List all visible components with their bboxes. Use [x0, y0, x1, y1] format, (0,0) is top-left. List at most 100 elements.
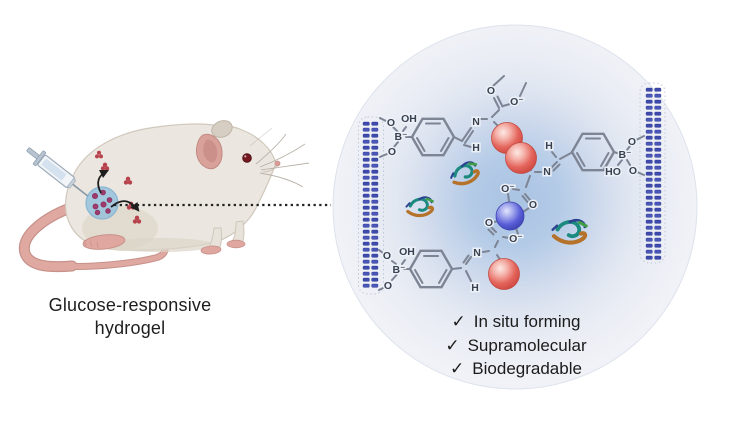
polymer-bead [654, 165, 662, 170]
atom-label: O [529, 199, 537, 211]
polymer-bead [371, 121, 379, 126]
boronate-left-bottom-bonds [378, 249, 411, 291]
syringe-icon [26, 147, 90, 198]
injection-site [85, 186, 119, 220]
polymer-bead [362, 145, 370, 150]
polymer-bead [645, 177, 653, 182]
mouse-nose [274, 160, 281, 167]
polymer-bead [362, 277, 370, 282]
atom-label: O⁻ [509, 233, 523, 245]
atom-label: H [471, 282, 479, 294]
mouse-ear-inner [203, 139, 218, 163]
polymer-bead [645, 99, 653, 104]
polymer-bead [371, 259, 379, 264]
atom-label: H [472, 142, 480, 154]
polymer-bead [362, 187, 370, 192]
red-sphere [488, 258, 520, 290]
polymer-bead [362, 163, 370, 168]
polymer-bead [645, 213, 653, 218]
polymer-bead [654, 141, 662, 146]
atom-label: O [628, 136, 636, 148]
polymer-bead [371, 181, 379, 186]
polymer-bead [645, 183, 653, 188]
central-carboxylate-bonds [451, 175, 531, 282]
polymer-bead [362, 247, 370, 252]
atom-label: HO [605, 166, 621, 178]
atom-label: OH [401, 113, 417, 125]
benzene-ring [408, 249, 454, 289]
caption-line2: hydrogel [94, 318, 166, 338]
polymer-bead [371, 277, 379, 282]
polymer-bead [645, 249, 653, 254]
atom-label: N [472, 116, 480, 128]
polymer-bead [645, 117, 653, 122]
polymer-bead [645, 243, 653, 248]
feature-item: ✓ In situ forming [404, 310, 628, 334]
polymer-bead [654, 105, 662, 110]
polymer-bead [654, 255, 662, 260]
polymer-bead [362, 169, 370, 174]
polymer-bead [645, 153, 653, 158]
polymer-bead [362, 235, 370, 240]
polymer-bead [362, 157, 370, 162]
mouse-belly-shadow [105, 238, 215, 252]
polymer-bead [371, 247, 379, 252]
red-sphere [505, 142, 537, 174]
polymer-bead [645, 129, 653, 134]
polymer-bead [362, 241, 370, 246]
polymer-bead [371, 235, 379, 240]
hydrogel-caption: Glucose-responsive hydrogel [12, 294, 248, 340]
polymer-bead [654, 219, 662, 224]
atom-label: O [487, 85, 495, 97]
atom-label: O [387, 117, 395, 129]
polymer-bead [362, 139, 370, 144]
atom-label: B⁻ [618, 149, 631, 161]
polymer-bead [371, 199, 379, 204]
polymer-bead [371, 133, 379, 138]
mouse-eye [242, 153, 252, 163]
atom-label: O [629, 165, 637, 177]
polymer-bead [645, 231, 653, 236]
polymer-bead [371, 271, 379, 276]
mouse-eye-glint [244, 155, 247, 158]
crosslink-spheres [488, 122, 537, 290]
polymer-bead [371, 217, 379, 222]
polymer-bead [371, 241, 379, 246]
checkmark-icon: ✓ [451, 312, 466, 331]
polymer-bead [371, 187, 379, 192]
polymer-bead [645, 189, 653, 194]
feature-label: In situ forming [473, 312, 581, 331]
atom-label: N [543, 166, 551, 178]
feature-list: ✓In situ forming ✓Supramolecular ✓Biodeg… [404, 310, 628, 381]
polymer-bead [362, 253, 370, 258]
polymer-bead [645, 123, 653, 128]
polymer-bead [654, 159, 662, 164]
polymer-bead [371, 223, 379, 228]
polymer-chain-left [358, 116, 384, 295]
polymer-bead [654, 207, 662, 212]
polymer-bead [371, 139, 379, 144]
polymer-bead [654, 195, 662, 200]
polymer-bead [645, 225, 653, 230]
polymer-bead [371, 163, 379, 168]
polymer-bead [645, 255, 653, 260]
polymer-bead [362, 133, 370, 138]
polymer-bead [362, 205, 370, 210]
polymer-bead [362, 271, 370, 276]
polymer-bead [371, 229, 379, 234]
polymer-bead [654, 117, 662, 122]
polymer-chain-right [639, 82, 666, 264]
polymer-bead [645, 165, 653, 170]
mouse-paw [200, 245, 222, 255]
polymer-bead [654, 123, 662, 128]
polymer-bead [645, 237, 653, 242]
polymer-bead [371, 253, 379, 258]
polymer-bead [654, 93, 662, 98]
boronate-left-top-bonds [379, 117, 488, 158]
polymer-bead [371, 205, 379, 210]
polymer-bead [654, 183, 662, 188]
feature-label: Supramolecular [467, 335, 587, 355]
atom-label: N [473, 247, 481, 259]
polymer-bead [654, 177, 662, 182]
